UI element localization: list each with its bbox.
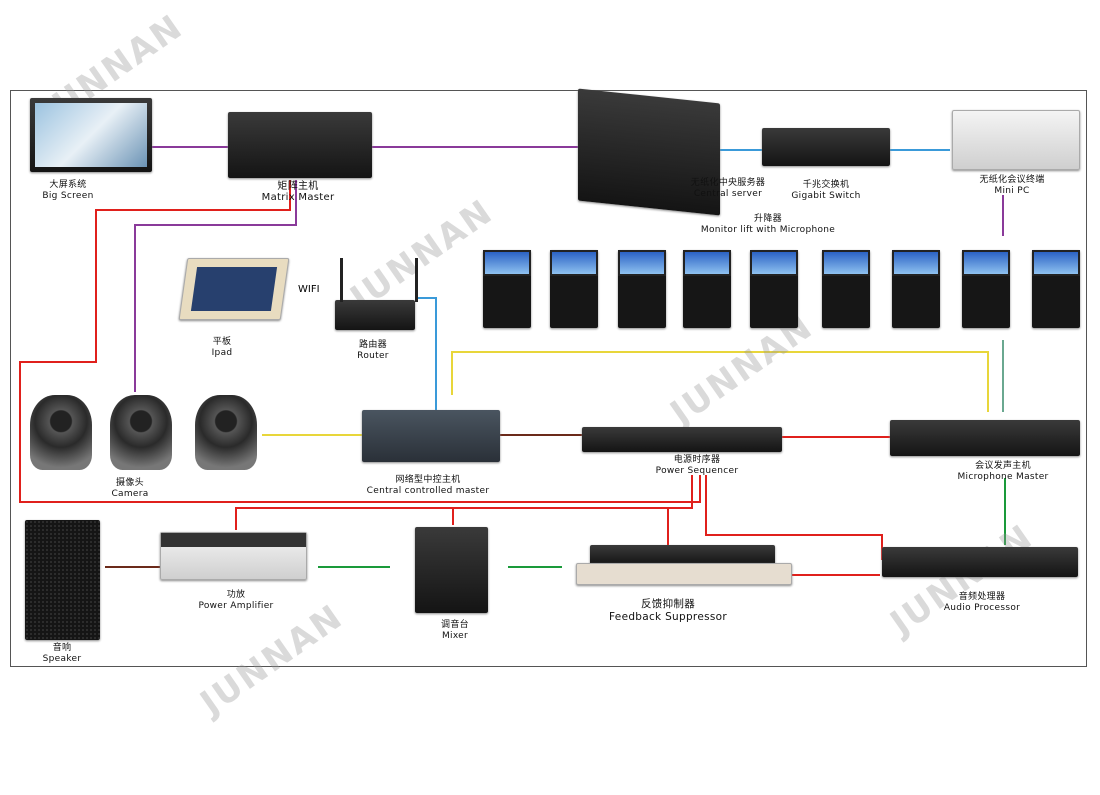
audio-processor-image bbox=[882, 547, 1078, 577]
control-cables bbox=[262, 351, 989, 436]
monitor-lift-image bbox=[1032, 250, 1080, 328]
big-screen-image bbox=[30, 98, 152, 172]
central-controlled-master-image bbox=[362, 410, 500, 462]
network-cables bbox=[415, 149, 950, 410]
power-sequencer-image bbox=[582, 427, 782, 452]
audio-cables bbox=[318, 340, 1006, 568]
cable-router-control bbox=[415, 297, 437, 410]
cable-control-mic bbox=[451, 351, 989, 412]
monitor-lift-image bbox=[683, 250, 731, 328]
monitor-lift-image bbox=[892, 250, 940, 328]
cable-matrix-camera bbox=[134, 180, 297, 392]
monitor-lift-image bbox=[618, 250, 666, 328]
ipad-image bbox=[178, 258, 290, 320]
matrix-master-image bbox=[228, 112, 372, 178]
monitor-lift-image bbox=[550, 250, 598, 328]
camera-image bbox=[195, 395, 257, 470]
gigabit-switch-image bbox=[762, 128, 890, 166]
wifi-label: WIFI bbox=[298, 284, 320, 295]
speaker-image bbox=[25, 520, 100, 640]
microphone-master-image bbox=[890, 420, 1080, 456]
monitor-lift-image bbox=[750, 250, 798, 328]
mini-pc-image bbox=[952, 110, 1080, 170]
monitor-lift-image bbox=[483, 250, 531, 328]
cable-power-matrix bbox=[19, 180, 701, 503]
router-image bbox=[335, 300, 415, 330]
camera-image bbox=[30, 395, 92, 470]
cable-power-audio bbox=[235, 475, 693, 530]
monitor-lift-image bbox=[962, 250, 1010, 328]
feedback-suppressor-image bbox=[576, 563, 792, 585]
feedback-suppressor-top bbox=[590, 545, 775, 565]
camera-image bbox=[110, 395, 172, 470]
router-antenna-icon bbox=[340, 258, 418, 302]
diagram-frame bbox=[10, 90, 1087, 667]
mixer-image bbox=[415, 527, 488, 613]
video-cables bbox=[134, 146, 1004, 392]
monitor-lift-image bbox=[822, 250, 870, 328]
power-amplifier-image bbox=[160, 532, 307, 580]
